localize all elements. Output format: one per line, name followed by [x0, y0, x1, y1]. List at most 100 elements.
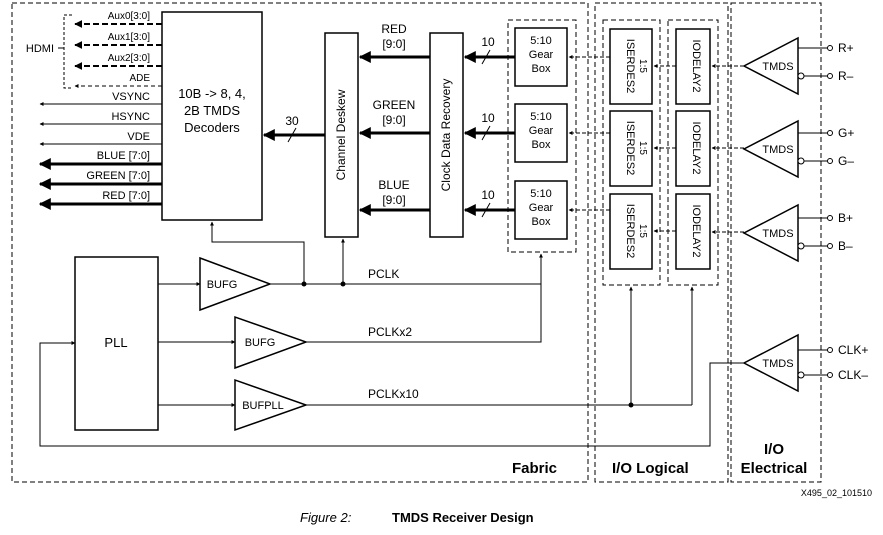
- iserdes-green-ratio: 1:5: [637, 141, 648, 155]
- bus-10-green-label: 10: [481, 111, 495, 125]
- iserdes-red: ISERDES2 1:5: [609, 28, 653, 105]
- pin-clk-neg: CLK–: [838, 368, 868, 382]
- blue-bus-name: BLUE: [378, 178, 409, 192]
- iodelay-blue-label: IODELAY2: [690, 205, 702, 258]
- pin-g-neg: G–: [838, 154, 854, 168]
- channel-deskew-label: Channel Deskew: [334, 89, 348, 180]
- red-out-label: RED [7:0]: [102, 190, 150, 202]
- gearbox-blue-line1: 5:10: [530, 188, 551, 200]
- aux0-label: Aux0[3:0]: [108, 11, 150, 22]
- iserdes-green: ISERDES2 1:5: [609, 110, 653, 187]
- bus-10-blue-label: 10: [481, 188, 495, 202]
- iserdes-red-ratio: 1:5: [637, 59, 648, 73]
- vde-label: VDE: [127, 131, 150, 143]
- channel-deskew-block: [324, 32, 359, 238]
- hdmi-brace: [63, 14, 72, 89]
- clock-data-recovery-label: Clock Data Recovery: [439, 79, 453, 192]
- tmds-buffer-green: TMDS: [742, 119, 833, 179]
- iodelay-red: IODELAY2: [675, 28, 711, 105]
- bufg-pclk: BUFG: [199, 256, 273, 312]
- bus-30-slash: [287, 127, 297, 143]
- figure-id: X495_02_101510: [801, 488, 872, 498]
- pin-clk-pos: CLK+: [838, 343, 868, 357]
- pclk-label: PCLK: [368, 267, 399, 281]
- iodelay-green: IODELAY2: [675, 110, 711, 187]
- green-out-label: GREEN [7:0]: [86, 170, 150, 182]
- pclkx10-label: PCLKx10: [368, 387, 419, 401]
- pll-block: [74, 256, 159, 431]
- gearbox-blue-line2: Gear: [529, 202, 554, 214]
- iserdes-blue-name: ISERDES2: [624, 204, 636, 258]
- hdmi-label: HDMI: [26, 43, 54, 55]
- bufpll-label: BUFPLL: [242, 400, 284, 412]
- pclkx2-label: PCLKx2: [368, 325, 412, 339]
- io-electrical-label-1: I/O: [764, 441, 784, 458]
- pin-b-neg: B–: [838, 239, 853, 253]
- gearbox-blue-line3: Box: [532, 216, 551, 228]
- pin-g-pos: G+: [838, 126, 854, 140]
- caption-number: Figure 2:: [300, 510, 352, 525]
- bufg-pclkx2-label: BUFG: [245, 337, 276, 349]
- bufpll: BUFPLL: [234, 378, 309, 432]
- gearbox-red-line2: Gear: [529, 49, 554, 61]
- gearbox-green: 5:10 Gear Box: [514, 103, 568, 163]
- tmds-blue-label: TMDS: [762, 228, 793, 240]
- clock-data-recovery-block: [429, 32, 464, 238]
- gearbox-red-line1: 5:10: [530, 35, 551, 47]
- clk-to-pll-wire: [39, 341, 744, 447]
- bus-10-blue-slash: [481, 202, 491, 218]
- iserdes-red-name: ISERDES2: [624, 39, 636, 93]
- pclkx10-junction: [628, 402, 634, 408]
- gearbox-green-line1: 5:10: [530, 111, 551, 123]
- aux1-label: Aux1[3:0]: [108, 32, 150, 43]
- red-bus-name: RED: [381, 22, 407, 36]
- blue-bus-bits: [9:0]: [382, 193, 405, 207]
- iodelay-blue: IODELAY2: [675, 193, 711, 270]
- iodelay-red-label: IODELAY2: [690, 40, 702, 93]
- pclkx2-wire: [306, 254, 542, 343]
- green-bus-name: GREEN: [373, 98, 416, 112]
- iodelay-group: [667, 19, 719, 286]
- fabric-region: [11, 2, 589, 483]
- bus-30-label: 30: [285, 114, 299, 128]
- io-electrical-label-2: Electrical: [741, 460, 808, 477]
- iserdes-blue: ISERDES2 1:5: [609, 193, 653, 270]
- iodelay-green-label: IODELAY2: [690, 122, 702, 175]
- decoder-line-2: 2B TMDS: [184, 103, 240, 118]
- decoder-line-1: 10B -> 8, 4,: [178, 86, 246, 101]
- gearbox-red: 5:10 Gear Box: [514, 27, 568, 87]
- bufg-pclk-label: BUFG: [207, 279, 238, 291]
- gearbox-group: [507, 19, 577, 253]
- ade-label: ADE: [129, 73, 150, 84]
- tmds-red-label: TMDS: [762, 61, 793, 73]
- pclk-to-decoder: [210, 221, 305, 284]
- bus-10-green-slash: [481, 125, 491, 141]
- iserdes-green-name: ISERDES2: [624, 121, 636, 175]
- tmds-buffer-red: TMDS: [742, 36, 833, 96]
- io-logical-label: I/O Logical: [612, 460, 689, 477]
- decoder-line-3: Decoders: [184, 120, 240, 135]
- gearbox-blue: 5:10 Gear Box: [514, 180, 568, 240]
- bufg-pclkx2: BUFG: [234, 315, 309, 370]
- bus-10-red-label: 10: [481, 35, 495, 49]
- io-electrical-region: [730, 2, 822, 483]
- green-bus-bits: [9:0]: [382, 113, 405, 127]
- tmds-clk-label: TMDS: [762, 358, 793, 370]
- fabric-label: Fabric: [512, 460, 557, 477]
- pin-b-pos: B+: [838, 211, 853, 225]
- iserdes-group: [602, 19, 661, 286]
- blue-out-label: BLUE [7:0]: [97, 150, 150, 162]
- iserdes-blue-ratio: 1:5: [637, 224, 648, 238]
- vsync-label: VSYNC: [112, 91, 150, 103]
- pclk-junction-1: [301, 281, 307, 287]
- pin-r-neg: R–: [838, 69, 854, 83]
- caption-title: TMDS Receiver Design: [392, 510, 534, 525]
- hsync-label: HSYNC: [111, 111, 150, 123]
- gearbox-green-line3: Box: [532, 139, 551, 151]
- gearbox-green-line2: Gear: [529, 125, 554, 137]
- pll-label: PLL: [104, 335, 127, 350]
- pclk-junction-2: [340, 281, 346, 287]
- tmds-buffer-clk: TMDS: [742, 333, 833, 393]
